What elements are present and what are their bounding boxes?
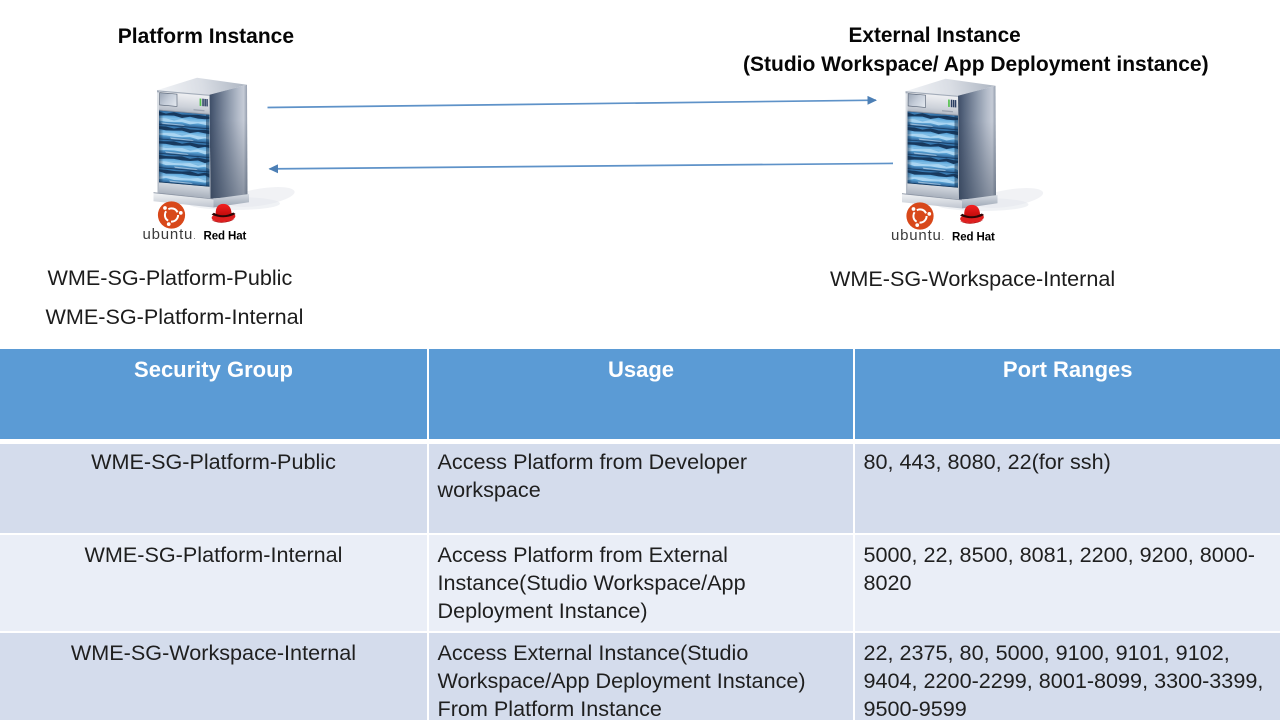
- svg-text:Red Hat: Red Hat: [204, 231, 247, 243]
- svg-text:ubuntu.: ubuntu.: [143, 226, 197, 243]
